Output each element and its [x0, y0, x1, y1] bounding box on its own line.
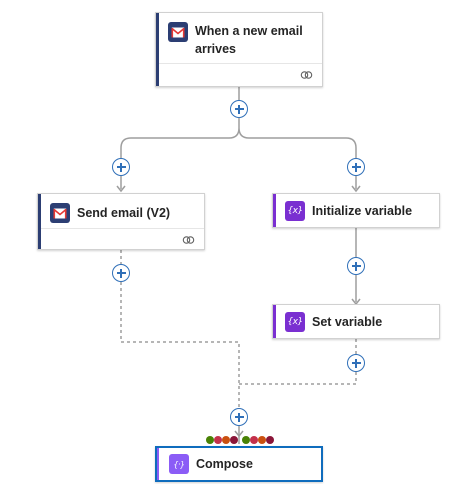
action-card-send-email[interactable]: Send email (V2) [37, 193, 205, 250]
status-dot-succeeded [242, 436, 250, 444]
compose-icon: {·} [169, 454, 189, 474]
card-header: {·} Compose [169, 454, 313, 474]
card-title-line1: When a new email [195, 24, 303, 38]
card-title: Set variable [312, 315, 383, 329]
status-dot-skipped [266, 436, 274, 444]
status-dot-timedout [222, 436, 230, 444]
variable-icon: {x} [285, 312, 305, 332]
action-card-initialize-variable[interactable]: {x} Initialize variable [272, 193, 440, 228]
add-action-button-after-trigger[interactable] [230, 100, 248, 118]
card-divider [41, 228, 204, 229]
card-accent [38, 194, 41, 249]
add-action-button-left-branch[interactable] [112, 158, 130, 176]
trigger-card-when-new-email[interactable]: When a new email arrives [155, 12, 323, 87]
action-card-compose[interactable]: {·} Compose [155, 446, 323, 482]
add-action-button-after-set-variable[interactable] [347, 354, 365, 372]
connector-send-email-to-compose [120, 282, 240, 408]
action-card-set-variable[interactable]: {x} Set variable [272, 304, 440, 339]
add-action-button-right-branch[interactable] [347, 158, 365, 176]
card-title: Initialize variable [312, 204, 413, 218]
arrow-init-variable [351, 185, 361, 193]
connection-link-icon[interactable] [182, 235, 195, 245]
add-action-button-after-initialize-variable[interactable] [347, 257, 365, 275]
card-accent [273, 194, 276, 227]
card-accent [273, 305, 276, 338]
card-title: Send email (V2) [77, 206, 171, 220]
connector-set-variable-to-compose [239, 372, 357, 385]
status-dot-succeeded [206, 436, 214, 444]
connector-branch-split [120, 118, 357, 158]
connection-link-icon[interactable] [300, 70, 313, 80]
card-accent [156, 13, 159, 86]
status-dot-timedout [258, 436, 266, 444]
card-title: Compose [196, 457, 253, 471]
variable-icon: {x} [285, 201, 305, 221]
add-action-button-after-send-email[interactable] [112, 264, 130, 282]
card-accent [157, 448, 159, 480]
card-header: {x} Initialize variable [285, 201, 431, 221]
card-header: {x} Set variable [285, 312, 431, 332]
card-title: When a new email arrives [195, 22, 303, 58]
card-header: Send email (V2) [50, 203, 196, 223]
card-title-line2: arrives [195, 42, 237, 56]
status-dot-skipped [230, 436, 238, 444]
status-dot-failed [250, 436, 258, 444]
outlook-mail-icon [168, 22, 188, 42]
add-action-button-before-compose[interactable] [230, 408, 248, 426]
arrow-compose [234, 430, 244, 438]
outlook-mail-icon [50, 203, 70, 223]
card-divider [159, 63, 322, 64]
arrow-send-email [116, 185, 126, 193]
status-dot-failed [214, 436, 222, 444]
card-header: When a new email arrives [168, 22, 314, 58]
